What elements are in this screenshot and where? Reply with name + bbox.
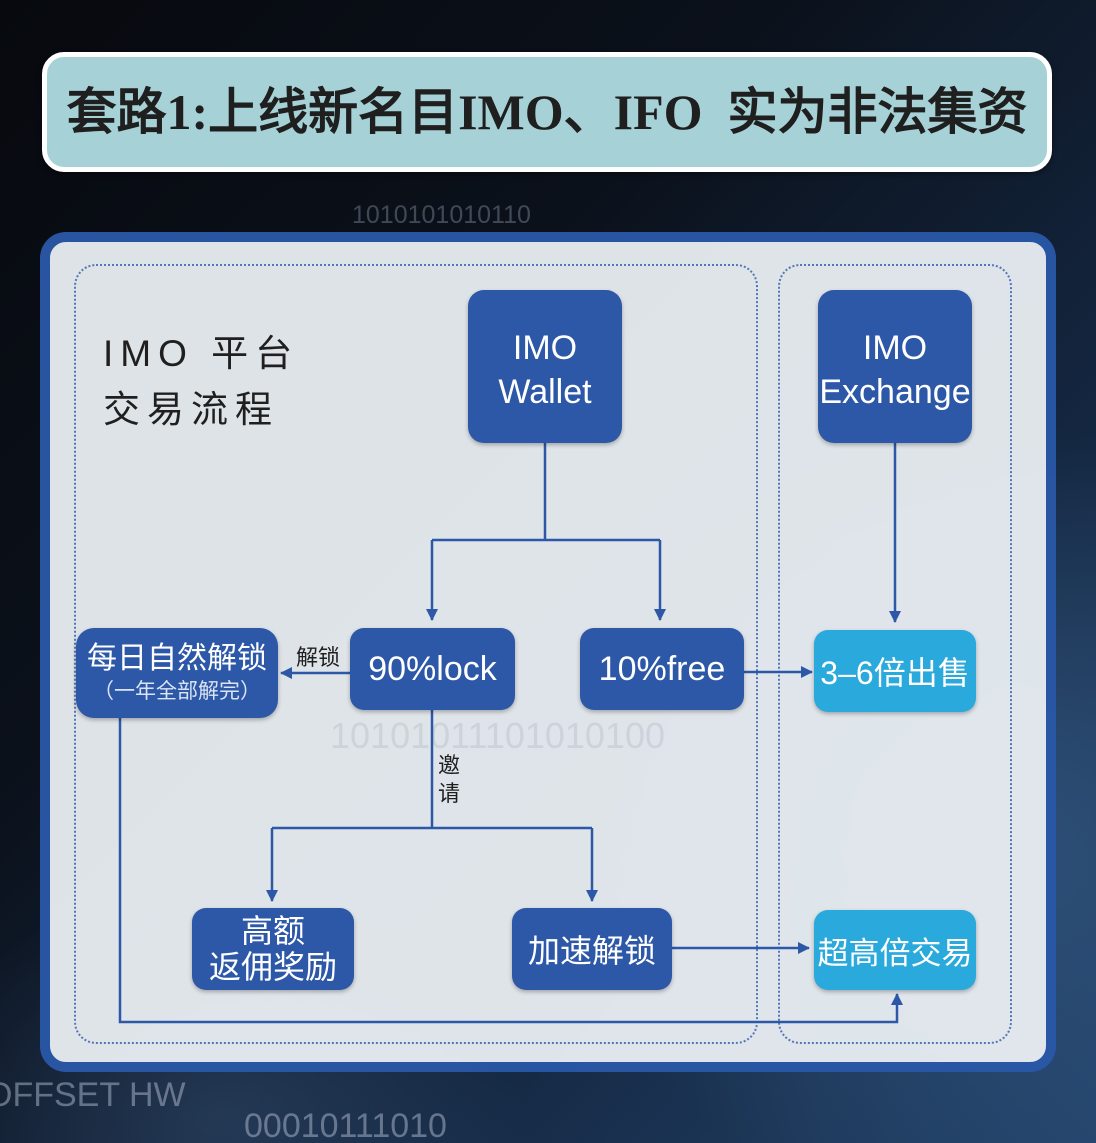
- daily-unlock-to-high-leverage-arrow: [118, 718, 903, 1024]
- rebate-line2: 返佣奖励: [208, 949, 337, 985]
- rebate-node: 高额 返佣奖励: [192, 908, 354, 990]
- title-banner: 套路1:上线新名目IMO、IFO 实为非法集资: [42, 52, 1052, 172]
- sell-3-6x-label: 3–6倍出售: [820, 655, 970, 691]
- imo-exchange-line2: Exchange: [819, 372, 971, 411]
- high-leverage-trading-label: 超高倍交易: [817, 935, 973, 971]
- exchange-group-frame: [778, 264, 1012, 1044]
- daily-unlock-label: 每日自然解锁: [87, 642, 267, 675]
- background-offset-text: OFFSET HW: [0, 1076, 186, 1114]
- daily-unlock-node: 每日自然解锁 （一年全部解完）: [76, 628, 278, 718]
- imo-wallet-node: IMO Wallet: [468, 290, 622, 443]
- lock-90-node: 90%lock: [350, 628, 515, 710]
- high-leverage-trading-node: 超高倍交易: [814, 910, 976, 990]
- page-title: 套路1:上线新名目IMO、IFO 实为非法集资: [66, 84, 1028, 140]
- edge-label-unlock: 解锁: [296, 645, 341, 670]
- free-10-label: 10%free: [598, 649, 726, 688]
- free-10-node: 10%free: [580, 628, 744, 710]
- rebate-line1: 高额: [240, 913, 305, 949]
- background-binary-top: 1010101010110: [352, 201, 531, 229]
- daily-unlock-note: （一年全部解完）: [93, 679, 261, 703]
- lock-90-label: 90%lock: [368, 649, 497, 688]
- edge-label-invite: 邀请: [438, 753, 461, 806]
- imo-wallet-line1: IMO: [512, 328, 578, 367]
- imo-exchange-node: IMO Exchange: [818, 290, 972, 443]
- platform-label-line1: IMO 平台: [103, 333, 300, 374]
- platform-label-line2: 交易流程: [103, 389, 279, 430]
- imo-exchange-line1: IMO: [862, 328, 928, 367]
- platform-label: IMO 平台 交易流程: [103, 326, 299, 438]
- accelerate-unlock-label: 加速解锁: [527, 933, 656, 969]
- imo-wallet-line2: Wallet: [498, 372, 592, 411]
- background-binary-bottom: 00010111010: [244, 1110, 447, 1142]
- background-binary-panel: 10101011101010100: [330, 715, 666, 756]
- sell-3-6x-node: 3–6倍出售: [814, 630, 976, 712]
- accelerate-unlock-node: 加速解锁: [512, 908, 672, 990]
- platform-group-frame: [74, 264, 758, 1044]
